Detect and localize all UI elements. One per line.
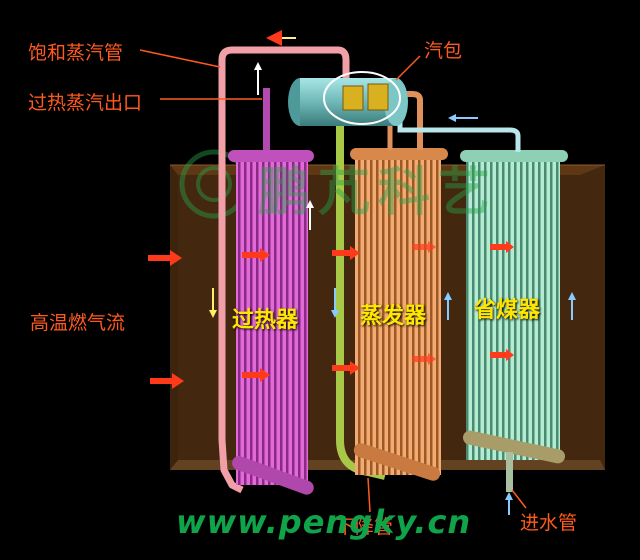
label-hot-gas-flow: 高温燃气流	[30, 312, 126, 334]
evaporator-panel	[350, 148, 448, 481]
hot-gas-arrows	[148, 241, 514, 389]
economizer-panel	[460, 150, 568, 464]
label-steam-drum: 汽包	[424, 40, 463, 62]
label-evaporator: 蒸发器	[360, 304, 427, 329]
superheated-steam-outlet-pipe	[263, 88, 270, 158]
water-inlet-pipe	[506, 452, 513, 492]
superheater-panel	[228, 150, 314, 495]
leader-lines	[139, 49, 527, 513]
saturated-steam-pipe	[218, 46, 350, 494]
watermark-brand: 鹏芃科艺	[258, 163, 499, 223]
steam-drum	[288, 71, 408, 126]
flow-arrows	[209, 30, 576, 515]
label-economizer: 省煤器	[474, 298, 541, 323]
economizer-feed-pipe	[397, 118, 521, 152]
label-superheated-steam-outlet: 过热蒸汽出口	[28, 92, 143, 114]
label-downcomer: 下降管	[336, 516, 394, 538]
label-water-inlet-pipe: 进水管	[520, 512, 578, 534]
watermark-url: www.pengky.cn	[176, 503, 472, 541]
label-saturated-steam-pipe: 饱和蒸汽管	[28, 42, 124, 64]
evaporator-riser	[400, 91, 423, 150]
label-superheater: 过热器	[232, 308, 299, 333]
